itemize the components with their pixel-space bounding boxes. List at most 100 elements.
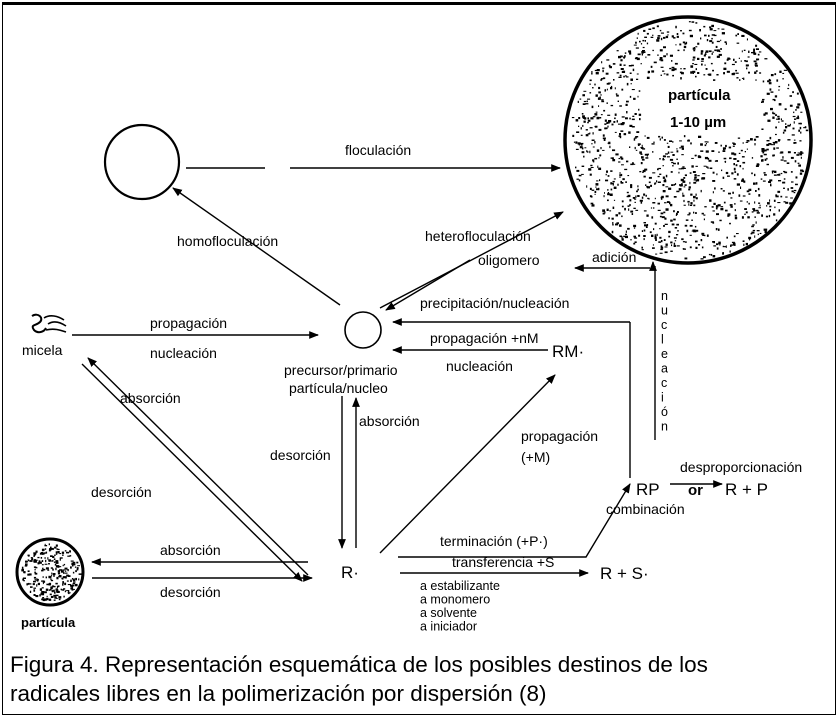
speckle-dot bbox=[714, 142, 718, 144]
speckle-dot bbox=[59, 553, 62, 555]
speckle-dot bbox=[733, 178, 737, 180]
speckle-dot bbox=[719, 244, 721, 246]
speckle-dot bbox=[648, 181, 651, 184]
speckle-dot bbox=[676, 212, 678, 216]
speckle-dot bbox=[767, 80, 770, 83]
speckle-dot bbox=[769, 199, 771, 202]
speckle-dot bbox=[695, 68, 697, 71]
speckle-dot bbox=[673, 242, 676, 245]
speckle-dot bbox=[602, 67, 605, 69]
speckle-dot bbox=[641, 230, 644, 232]
speckle-dot bbox=[628, 131, 631, 134]
speckle-dot bbox=[594, 83, 596, 86]
speckle-dot bbox=[631, 118, 635, 121]
speckle-dot bbox=[620, 180, 622, 184]
speckle-dot bbox=[703, 165, 707, 167]
speckle-dot bbox=[669, 67, 672, 70]
speckle-dot bbox=[623, 56, 625, 59]
speckle-dot bbox=[644, 168, 648, 171]
speckle-dot bbox=[596, 69, 600, 72]
speckle-dot bbox=[714, 49, 717, 52]
desorcion-diagonal-arrow bbox=[81, 363, 303, 582]
speckle-dot bbox=[724, 62, 727, 65]
speckle-dot bbox=[796, 106, 800, 109]
speckle-dot bbox=[672, 141, 674, 143]
speckle-dot bbox=[624, 52, 627, 54]
speckle-dot bbox=[778, 180, 782, 182]
speckle-dot bbox=[777, 202, 781, 204]
speckle-dot bbox=[793, 139, 796, 141]
speckle-dot bbox=[741, 77, 744, 79]
speckle-dot bbox=[770, 183, 772, 185]
speckle-dot bbox=[669, 201, 671, 205]
speckle-dot bbox=[70, 566, 72, 569]
speckle-dot bbox=[768, 82, 772, 85]
speckle-dot bbox=[28, 582, 30, 585]
speckle-dot bbox=[659, 215, 662, 218]
speckle-dot bbox=[624, 168, 628, 171]
speckle-dot bbox=[582, 103, 586, 105]
speckle-dot bbox=[75, 570, 77, 573]
speckle-dot bbox=[693, 49, 696, 52]
speckle-dot bbox=[37, 556, 40, 559]
speckle-dot bbox=[713, 34, 717, 37]
speckle-dot bbox=[734, 203, 736, 205]
speckle-dot bbox=[606, 88, 608, 91]
speckle-dot bbox=[730, 205, 733, 208]
speckle-dot bbox=[732, 145, 735, 147]
speckle-dot bbox=[698, 244, 701, 246]
speckle-dot bbox=[614, 131, 617, 133]
speckle-dot bbox=[681, 147, 684, 150]
speckle-dot bbox=[644, 40, 646, 42]
speckle-dot bbox=[760, 178, 763, 180]
speckle-dot bbox=[676, 150, 679, 153]
speckle-dot bbox=[663, 239, 666, 241]
nucleacion-vertical-text: nucleación bbox=[661, 289, 668, 434]
speckle-dot bbox=[755, 64, 758, 67]
speckle-dot bbox=[650, 36, 654, 38]
speckle-dot bbox=[744, 213, 746, 215]
speckle-dot bbox=[673, 68, 677, 71]
speckle-dot bbox=[724, 160, 726, 163]
speckle-dot bbox=[654, 197, 656, 200]
speckle-dot bbox=[621, 236, 623, 239]
speckle-dot bbox=[584, 117, 587, 120]
speckle-dot bbox=[714, 160, 718, 162]
speckle-dot bbox=[666, 142, 669, 144]
speckle-dot bbox=[64, 572, 68, 574]
speckle-dot bbox=[659, 173, 662, 175]
speckle-dot bbox=[756, 230, 760, 232]
speckle-dot bbox=[733, 244, 736, 246]
speckle-dot bbox=[44, 548, 47, 550]
speckle-dot bbox=[690, 71, 693, 74]
speckle-dot bbox=[757, 233, 759, 236]
speckle-dot bbox=[662, 190, 666, 193]
speckle-dot bbox=[680, 30, 682, 32]
speckle-dot bbox=[762, 180, 766, 182]
speckle-dot bbox=[726, 58, 729, 61]
speckle-dot bbox=[46, 597, 49, 601]
speckle-dot bbox=[756, 212, 760, 214]
speckle-dot bbox=[53, 575, 55, 577]
speckle-dot bbox=[727, 57, 730, 60]
speckle-dot bbox=[44, 563, 48, 565]
speckle-dot bbox=[687, 214, 690, 216]
speckle-dot bbox=[735, 164, 738, 167]
speckle-dot bbox=[736, 183, 740, 186]
speckle-dot bbox=[48, 559, 51, 562]
speckle-dot bbox=[71, 562, 74, 565]
speckle-dot bbox=[734, 216, 738, 220]
speckle-dot bbox=[682, 248, 685, 250]
speckle-dot bbox=[42, 567, 44, 570]
speckle-dot bbox=[625, 233, 627, 236]
speckle-dot bbox=[709, 40, 713, 43]
speckle-dot bbox=[711, 52, 713, 55]
speckle-dot bbox=[598, 105, 600, 107]
speckle-dot bbox=[743, 180, 746, 183]
speckle-dot bbox=[27, 570, 30, 572]
speckle-dot bbox=[684, 257, 688, 260]
speckle-dot bbox=[713, 30, 717, 32]
speckle-dot bbox=[609, 66, 612, 69]
speckle-dot bbox=[634, 198, 637, 200]
speckle-dot bbox=[735, 72, 739, 74]
